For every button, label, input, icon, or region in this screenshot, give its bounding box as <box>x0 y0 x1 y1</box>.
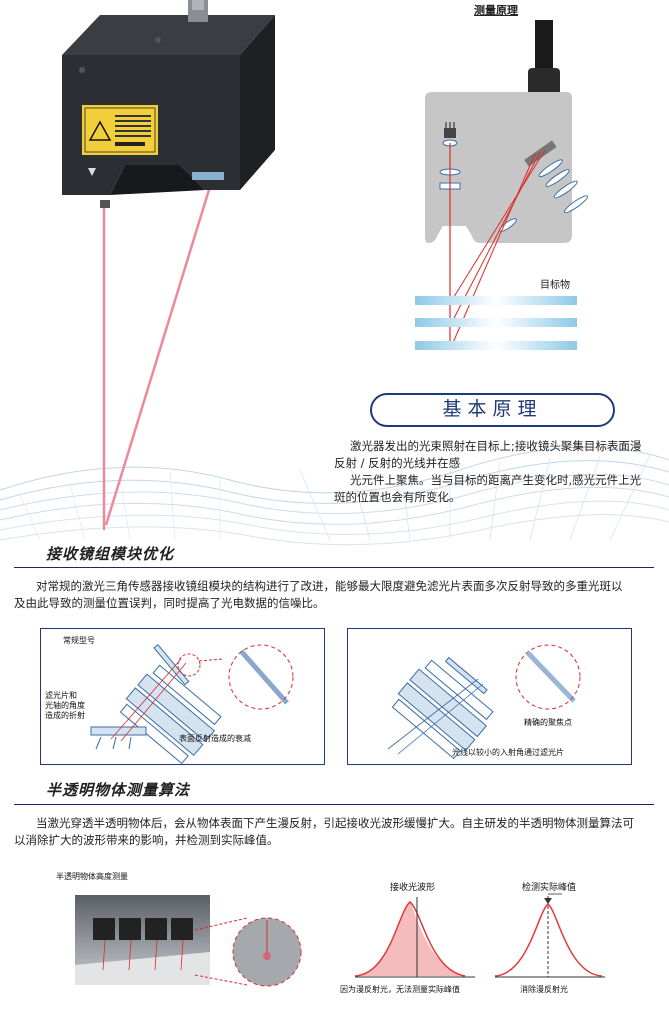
principle-line-3: 光元件上聚焦。当与目标的距离产生变化时,感光元件上光 <box>350 473 642 487</box>
top-illustration <box>0 0 669 546</box>
principle-line-4: 斑的位置也会有所变化。 <box>334 490 461 504</box>
refraction-label: 滤光片和 光轴的角度 造成的折射 <box>45 691 85 721</box>
conventional-caption: 表面反射造成的衰减 <box>179 734 251 743</box>
wave-mesh-background <box>0 446 669 546</box>
principle-description: 激光器发出的光束照射在目标上;接收镜头聚集目标表面漫 反射 / 反射的光线并在感… <box>334 438 664 506</box>
zoom-circle-left <box>228 644 294 710</box>
wave2-title: 检测实际峰值 <box>522 883 577 893</box>
wave1-caption: 因为漫反射光，无法测量实际峰值 <box>340 985 460 994</box>
section2-line-2: 以消除扩大的波形带来的影响，并检测到实际峰值。 <box>14 833 279 847</box>
optimized-lens-diagram <box>387 644 581 760</box>
section1-line-1: 对常规的激光三角传感器接收镜组模块的结构进行了改进，能够最大限度避免滤光片表面多… <box>36 579 623 593</box>
principle-heading-text: 基本原理 <box>442 398 543 420</box>
section2-divider <box>14 804 654 805</box>
principle-line-2: 反射 / 反射的光线并在感 <box>334 456 461 470</box>
section1-body: 对常规的激光三角传感器接收镜组模块的结构进行了改进，能够最大限度避免滤光片表面多… <box>14 578 659 612</box>
refraction-label-line-2: 光轴的角度 <box>45 701 85 710</box>
wave2-chart <box>494 893 605 978</box>
section1-divider <box>14 567 654 568</box>
target-label: 目标物 <box>540 280 570 291</box>
optimized-caption: 光线以较小的入射角通过滤光片 <box>452 748 564 757</box>
principle-heading: 基本原理 <box>370 393 615 427</box>
translucent-measurement-photo <box>75 895 302 987</box>
zoom-circle-right <box>515 644 581 710</box>
section1-title: 接收镜组模块优化 <box>46 545 175 563</box>
refraction-label-line-3: 造成的折射 <box>45 711 85 720</box>
principle-line-1: 激光器发出的光束照射在目标上;接收镜头聚集目标表面漫 <box>350 439 642 453</box>
wave1-title: 接收光波形 <box>390 883 436 893</box>
section1-line-2: 及由此导致的测量位置误判，同时提高了光电数据的信噪比。 <box>14 596 325 610</box>
precise-focus-label: 精确的聚焦点 <box>524 718 572 727</box>
section2-title: 半透明物体测量算法 <box>46 781 191 799</box>
laser-beams <box>102 179 214 530</box>
section2-body: 当激光穿透半透明物体后，会从物体表面下产生漫反射，引起接收光波形缓慢扩大。自主研… <box>14 815 664 849</box>
sensor-body <box>62 0 275 208</box>
diagram-title: 测量原理 <box>474 4 518 17</box>
optimized-model-box: 精确的聚焦点 光线以较小的入射角通过滤光片 <box>347 628 632 765</box>
conventional-lens-diagram <box>90 643 294 764</box>
refraction-label-line-1: 滤光片和 <box>45 691 77 700</box>
wave1-chart <box>354 897 475 978</box>
conventional-model-label: 常规型号 <box>63 636 95 645</box>
translucent-photo-label: 半透明物体高度测量 <box>56 872 128 881</box>
wave2-caption: 消除漫反射光 <box>520 985 568 994</box>
principle-diagram <box>415 20 589 350</box>
conventional-model-box: 常规型号 滤光片和 光轴的角度 造成的折射 表面反射造成的衰减 <box>40 628 325 765</box>
section2-line-1: 当激光穿透半透明物体后，会从物体表面下产生漫反射，引起接收光波形缓慢扩大。自主研… <box>36 816 634 830</box>
